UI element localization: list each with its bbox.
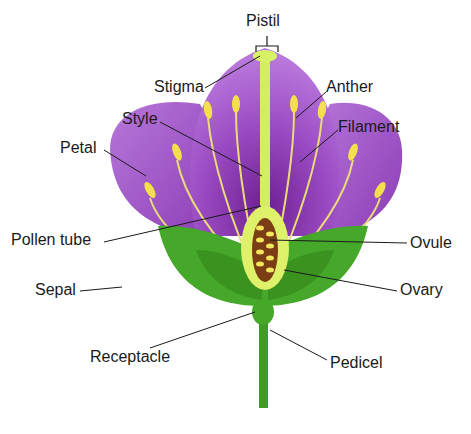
anther-shape [232,95,240,113]
ovule-shape [256,238,264,243]
anther-shape [142,180,158,200]
part-label: Pedicel [330,354,382,372]
part-label: Filament [338,118,399,136]
ovule-shape [266,256,274,261]
anther-shape [372,180,388,200]
anther-shape [316,100,327,119]
leader-line [80,287,122,291]
leader-line [104,206,261,242]
ovule-shape [256,262,264,267]
anther-shape [346,142,360,162]
part-label: Sepal [35,281,76,299]
leader-line [284,270,397,291]
leader-line [104,150,146,176]
anther-shape [170,142,184,162]
anther-shape [202,100,213,119]
ovule-shape [266,244,274,249]
leader-line [300,130,338,162]
receptacle-shape [252,299,274,325]
style-shape [260,58,270,218]
leader-line [150,312,255,348]
leader-line [205,56,260,88]
part-label: Receptacle [90,348,170,366]
part-label: Petal [60,139,96,157]
ovule-shape [266,268,274,273]
ovule-shape [256,250,264,255]
ovule-shape [256,226,264,231]
leader-line [270,330,327,360]
pistil-bracket [256,36,278,52]
part-label: Ovule [410,234,452,252]
leader-line [296,92,326,118]
leader-line [270,240,407,243]
ovary-shape [241,206,289,290]
anther-shape [290,95,298,113]
part-label: Ovary [400,281,443,299]
leader-line [160,122,262,176]
part-label: Style [122,110,158,128]
part-label: Anther [326,78,373,96]
part-label: Stigma [154,78,204,96]
leader-lines [80,56,407,360]
part-label: Pollen tube [11,231,91,249]
ovule-shape [266,232,274,237]
ovule-group [256,226,274,273]
part-label: Pistil [246,12,280,30]
ovary-cavity [252,218,278,282]
